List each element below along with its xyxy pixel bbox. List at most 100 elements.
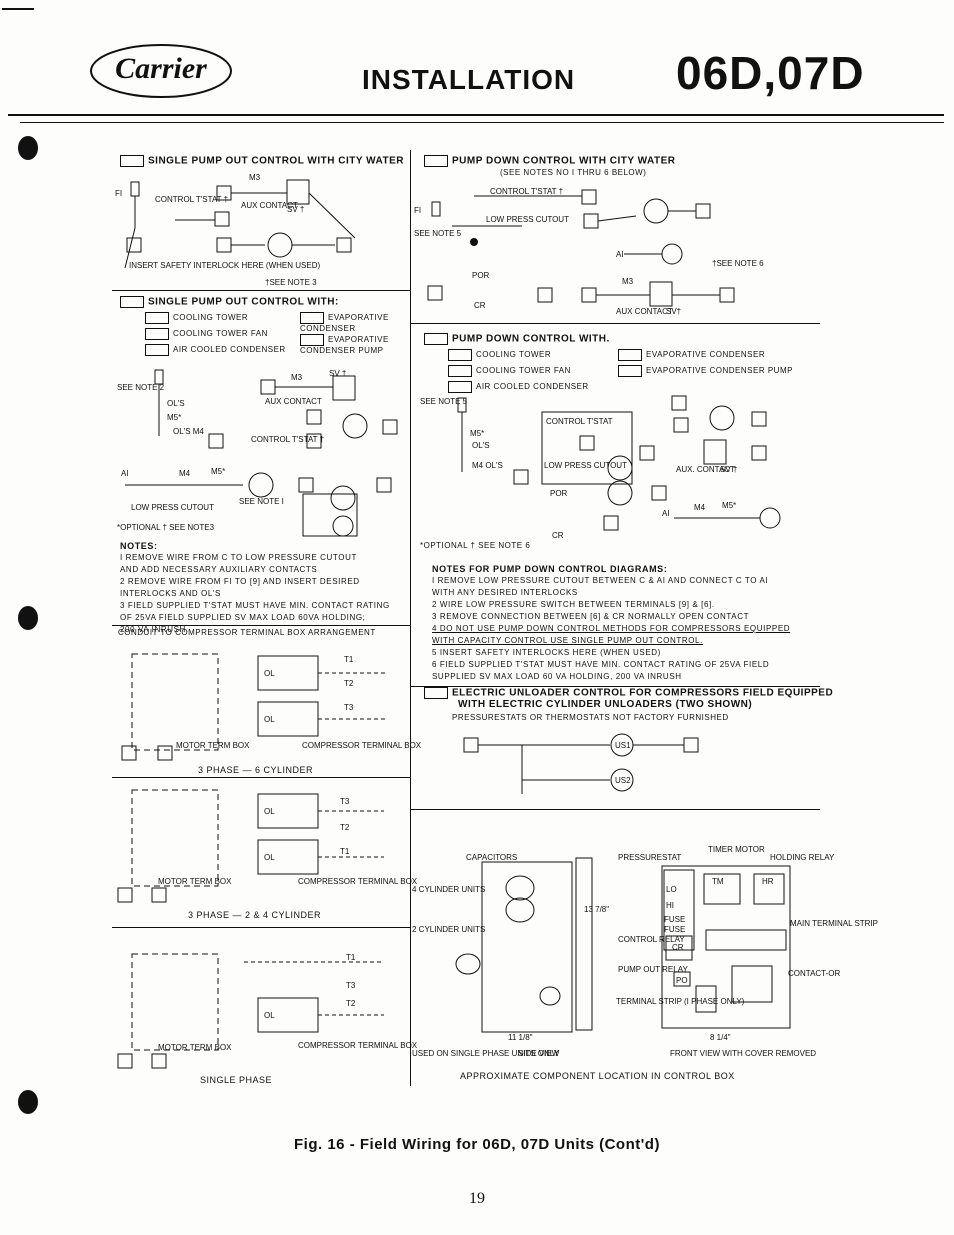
- terminal-diagram-24cyl: OL OL T3 T2 T1 MOTOR TERM BOX COMPRESSOR…: [117, 789, 418, 903]
- label-see-note: SEE NOTE I: [239, 497, 284, 506]
- label-fi: FI: [115, 189, 122, 198]
- label-timer-motor: TIMER MOTOR: [708, 845, 765, 854]
- label-pump-out-relay: PUMP OUT RELAY: [618, 965, 688, 974]
- header-rule-thin: [20, 122, 944, 123]
- label-low-press: LOW PRESS CUTOUT: [544, 461, 627, 470]
- rule: [112, 927, 410, 928]
- binder-hole: [18, 1090, 38, 1114]
- label-sv: SV †: [720, 465, 737, 474]
- note-line: AND ADD NECESSARY AUXILIARY CONTACTS: [120, 565, 318, 574]
- unloader-diagram: US1 US2: [463, 733, 699, 794]
- notes-title: NOTES:: [120, 541, 158, 551]
- label-m4: M4: [179, 469, 191, 478]
- label-t3: T3: [344, 703, 354, 712]
- wiring-diagram-2: SEE NOTE 2 OL'S M5* OL'S M4 CONTROL T'ST…: [117, 369, 398, 537]
- label-fi: FI: [414, 206, 421, 215]
- rule: [410, 686, 820, 687]
- label-motor-box: MOTOR TERM BOX: [176, 741, 250, 750]
- note-line: I REMOVE WIRE FROM C TO LOW PRESSURE CUT…: [120, 553, 357, 562]
- note-line: 6 FIELD SUPPLIED T'STAT MUST HAVE MIN. C…: [432, 660, 770, 669]
- label-cr: CR: [552, 531, 564, 540]
- section-title-cont: WITH ELECTRIC CYLINDER UNLOADERS (TWO SH…: [458, 699, 753, 710]
- label-t1: T1: [344, 655, 354, 664]
- sub-caption: SINGLE PHASE: [200, 1075, 273, 1085]
- note-line: 5 INSERT SAFETY INTERLOCKS HERE (WHEN US…: [432, 648, 661, 657]
- note-line: 3 FIELD SUPPLIED T'STAT MUST HAVE MIN. C…: [120, 601, 390, 610]
- rule: [112, 777, 410, 778]
- label-ols-m4: OL'S M4: [173, 427, 204, 436]
- label-ol: OL: [264, 853, 275, 862]
- label-control-tstat: CONTROL T'STAT: [546, 417, 613, 426]
- label-sv: SV †: [329, 369, 346, 378]
- label-front-view: FRONT VIEW WITH COVER REMOVED: [670, 1049, 816, 1058]
- section-title: SINGLE PUMP OUT CONTROL WITH:: [120, 296, 339, 308]
- rule: [112, 290, 410, 291]
- label-aux: AUX. CONTACT: [676, 465, 735, 474]
- label-interlock: INSERT SAFETY INTERLOCK HERE (WHEN USED): [129, 261, 320, 270]
- label-ol: OL: [264, 715, 275, 724]
- label-aux: AUX CONTACT: [616, 307, 673, 316]
- corner-mark: [2, 8, 34, 10]
- label-t2: T2: [344, 679, 354, 688]
- note-line: WITH CAPACITY CONTROL USE SINGLE PUMP OU…: [432, 636, 703, 645]
- label-sv: SV†: [666, 307, 681, 316]
- label-hi: HI: [666, 901, 674, 910]
- label-m5: M5*: [167, 413, 181, 422]
- label-m5: M5*: [722, 501, 736, 510]
- label-tm: TM: [712, 877, 724, 886]
- label-m4ols: M4 OL'S: [472, 461, 503, 470]
- label-t2: T2: [340, 823, 350, 832]
- label-a1: AI: [662, 509, 670, 518]
- label-motor-box: MOTOR TERM BOX: [158, 1043, 232, 1052]
- option-item: AIR COOLED CONDENSER: [448, 381, 589, 393]
- label-pressurestat: PRESSURESTAT: [618, 853, 681, 862]
- option-item: COOLING TOWER: [448, 349, 551, 361]
- option-item: AIR COOLED CONDENSER: [145, 344, 286, 356]
- label-aux-contact: AUX CONTACT: [241, 201, 298, 210]
- label-see-note: SEE NOTE 5: [420, 397, 468, 406]
- binder-hole: [18, 136, 38, 160]
- label-fuse: FUSE: [664, 925, 685, 934]
- note-line: I REMOVE LOW PRESSURE CUTOUT BETWEEN C &…: [432, 576, 769, 585]
- label-see-note: †SEE NOTE 3: [265, 278, 317, 287]
- label-see-note: SEE NOTE 2: [117, 383, 165, 392]
- label-t2: T2: [346, 999, 356, 1008]
- wiring-diagram-3: FI CONTROL T'STAT † LOW PRESS CUTOUT SEE…: [414, 187, 764, 316]
- label-ols: OL'S: [472, 441, 490, 450]
- section-subtitle: (SEE NOTES NO I THRU 6 BELOW): [500, 168, 647, 177]
- label-hr: HR: [762, 877, 774, 886]
- note-line: INTERLOCKS AND OL'S: [120, 589, 221, 598]
- pump-down-notes: NOTES FOR PUMP DOWN CONTROL DIAGRAMS: I …: [432, 563, 790, 683]
- option-item: COOLING TOWER: [145, 312, 248, 324]
- label-cyl4: 4 CYLINDER UNITS: [412, 885, 485, 894]
- rule: [112, 625, 410, 626]
- note-line: 3 REMOVE CONNECTION BETWEEN [6] & CR NOR…: [432, 612, 750, 621]
- wiring-diagram-4: SEE NOTE 5 CONTROL T'STAT M5* OL'S M4 OL…: [420, 395, 781, 540]
- note-line: 2 WIRE LOW PRESSURE SWITCH BETWEEN TERMI…: [432, 600, 715, 609]
- terminal-diagram-single-phase: OL T1 T3 T2 MOTOR TERM BOX COMPRESSOR TE…: [117, 953, 418, 1069]
- label-m3: M3: [249, 173, 261, 182]
- sub-caption: 3 PHASE — 6 CYLINDER: [198, 765, 314, 775]
- label-m3: M3: [622, 277, 634, 286]
- label-t3: T3: [340, 797, 350, 806]
- figure-caption: Fig. 16 - Field Wiring for 06D, 07D Unit…: [294, 1136, 660, 1153]
- section-title: PUMP DOWN CONTROL WITH.: [424, 333, 610, 345]
- sub-caption: 3 PHASE — 2 & 4 CYLINDER: [188, 910, 322, 920]
- note-line: WITH ANY DESIRED INTERLOCKS: [432, 588, 578, 597]
- label-fuse: FUSE: [664, 915, 685, 924]
- option-item: EVAPORATIVE CONDENSER: [300, 312, 389, 333]
- label-control-tstat: CONTROL T'STAT †: [490, 187, 563, 196]
- label-m3: M3: [291, 373, 303, 382]
- label-ols: OL'S: [167, 399, 185, 408]
- label-comp-box: COMPRESSOR TERMINAL BOX: [302, 741, 422, 750]
- label-por: POR: [550, 489, 568, 498]
- label-ol: OL: [264, 807, 275, 816]
- note-line: 2 REMOVE WIRE FROM FI TO [9] AND INSERT …: [120, 577, 360, 586]
- label-motor-box: MOTOR TERM BOX: [158, 877, 232, 886]
- label-dim-h: 13 7/8": [584, 905, 609, 914]
- notes-title: NOTES FOR PUMP DOWN CONTROL DIAGRAMS:: [432, 564, 668, 574]
- note-line: 200 VA INRUSH.: [120, 625, 189, 634]
- optional-note: *OPTIONAL † SEE NOTE 6: [420, 541, 531, 550]
- label-a1: AI: [616, 250, 624, 259]
